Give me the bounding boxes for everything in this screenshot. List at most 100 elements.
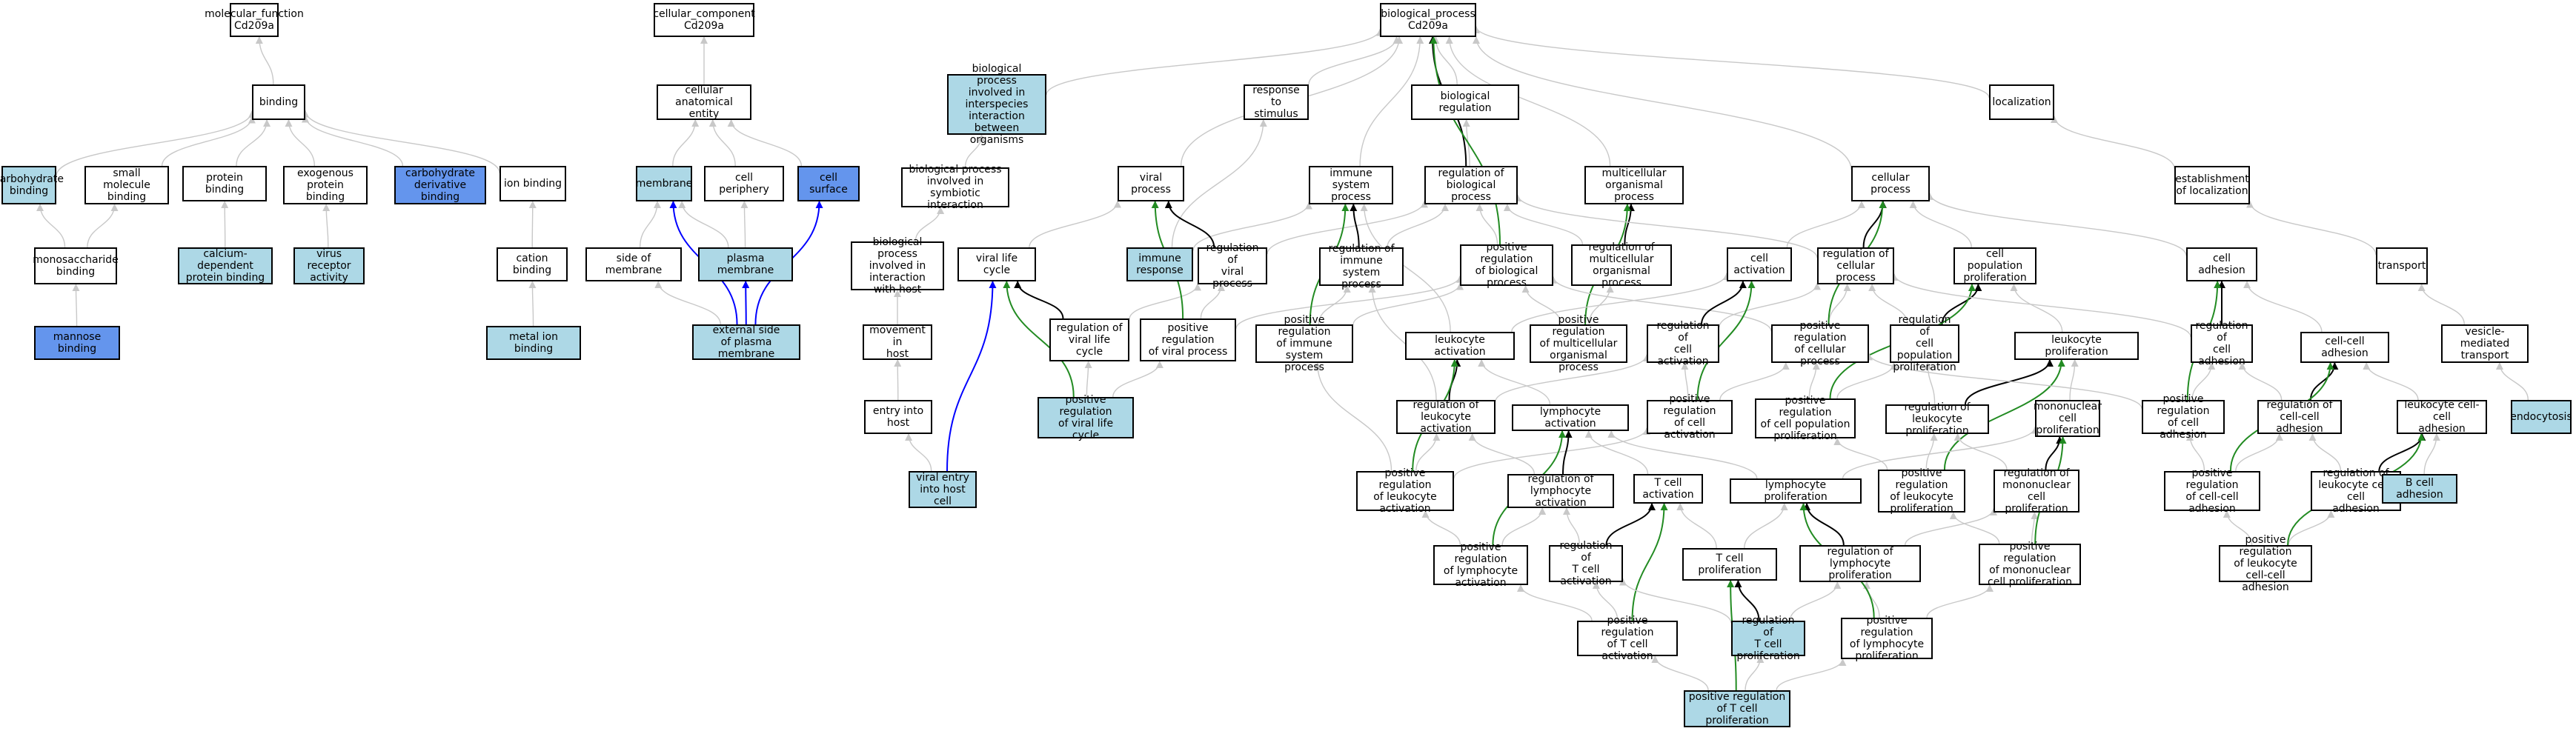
go-term-regcellact[interactable]: regulation of cell activation bbox=[1647, 320, 1719, 367]
go-term-regcellproc[interactable]: regulation of cellular process bbox=[1817, 247, 1894, 284]
go-term-sidemem[interactable]: side of membrane bbox=[585, 247, 682, 281]
go-term-posregtcellact[interactable]: positive regulation of T cell activation bbox=[1577, 615, 1678, 662]
go-term-leukact[interactable]: leukocyte activation bbox=[1405, 332, 1515, 360]
go-term-mf[interactable]: molecular_function Cd209a bbox=[205, 3, 304, 37]
go-term-regcellpopprol[interactable]: regulation of cell population proliferat… bbox=[1890, 314, 1959, 373]
go-term-posregmulticell[interactable]: positive regulation of multicellular org… bbox=[1530, 314, 1627, 373]
go-term-regccadh[interactable]: regulation of cell-cell adhesion bbox=[2257, 399, 2342, 435]
go-term-bp[interactable]: biological_process Cd209a bbox=[1380, 3, 1476, 37]
go-term-posregcellpopprol[interactable]: positive regulation of cell population p… bbox=[1755, 395, 1856, 442]
go-term-viralproc[interactable]: viral process bbox=[1118, 166, 1184, 201]
edge-reglymphprol-to-regmononuc bbox=[1905, 507, 1997, 546]
go-term-cellact[interactable]: cell activation bbox=[1727, 247, 1792, 281]
go-term-localization[interactable]: localization bbox=[1989, 84, 2054, 120]
go-term-regviral[interactable]: regulation of viral process bbox=[1198, 242, 1267, 290]
go-term-viralcycle[interactable]: viral life cycle bbox=[957, 247, 1036, 281]
go-term-regviralcycle[interactable]: regulation of viral life cycle bbox=[1049, 318, 1129, 361]
go-term-posregleukprol[interactable]: positive regulation of leukocyte prolife… bbox=[1878, 467, 1965, 515]
go-term-cation[interactable]: cation binding bbox=[497, 247, 568, 281]
go-term-tcellact[interactable]: T cell activation bbox=[1633, 474, 1703, 504]
go-term-posregviralcycle[interactable]: positive regulation of viral life cycle bbox=[1038, 394, 1134, 441]
go-term-bcelladh[interactable]: B cell adhesion bbox=[2382, 474, 2457, 504]
go-term-viralentry[interactable]: viral entry into host cell bbox=[909, 471, 977, 508]
go-term-posregviral[interactable]: positive regulation of viral process bbox=[1140, 318, 1236, 361]
go-term-posregleukccadh[interactable]: positive regulation of leukocyte cell-ce… bbox=[2219, 534, 2312, 593]
go-term-regtcellact[interactable]: regulation of T cell activation bbox=[1549, 540, 1623, 587]
go-term-cellpopprol[interactable]: cell population proliferation bbox=[1953, 247, 2036, 284]
go-term-regmulticell[interactable]: regulation of multicellular organismal p… bbox=[1571, 241, 1672, 289]
go-term-lymphact[interactable]: lymphocyte activation bbox=[1512, 404, 1629, 431]
go-term-regleukact[interactable]: regulation of leukocyte activation bbox=[1396, 399, 1496, 435]
go-term-mannose[interactable]: mannose binding bbox=[34, 326, 120, 360]
go-term-lymphprol[interactable]: lymphocyte proliferation bbox=[1730, 478, 1862, 504]
go-term-multicell[interactable]: multicellular organismal process bbox=[1584, 166, 1684, 204]
go-term-ccadh[interactable]: cell-cell adhesion bbox=[2300, 332, 2389, 363]
go-term-regcelladh[interactable]: regulation of cell adhesion bbox=[2191, 320, 2253, 367]
edge-posreglymphprol-to-posregmononuc bbox=[1926, 584, 1994, 618]
go-term-reglymphact[interactable]: regulation of lymphocyte activation bbox=[1507, 473, 1614, 509]
go-term-celladh[interactable]: cell adhesion bbox=[2186, 247, 2257, 281]
edge-reglymphact-to-regleukact bbox=[1468, 433, 1536, 475]
go-term-immsys[interactable]: immune system process bbox=[1309, 166, 1393, 204]
go-term-mononuc[interactable]: mononuclear cell proliferation bbox=[2034, 400, 2102, 437]
go-term-posregtcellprol[interactable]: positive regulation of T cell proliferat… bbox=[1684, 690, 1790, 727]
go-term-ion[interactable]: ion binding bbox=[499, 166, 566, 201]
go-term-exoprot[interactable]: exogenous protein binding bbox=[283, 166, 368, 204]
go-term-interhost[interactable]: biological process involved in interacti… bbox=[851, 236, 944, 296]
go-term-reglymphprol[interactable]: regulation of lymphocyte proliferation bbox=[1799, 545, 1921, 582]
go-term-estloc[interactable]: establishment of localization bbox=[2174, 166, 2250, 204]
go-term-cellproc[interactable]: cellular process bbox=[1851, 166, 1930, 201]
go-term-carb[interactable]: carbohydrate binding bbox=[0, 166, 64, 204]
go-term-regmononuc[interactable]: regulation of mononuclear cell prolifera… bbox=[1994, 467, 2079, 515]
go-term-cc[interactable]: cellular_component Cd209a bbox=[653, 3, 755, 37]
go-term-immresp[interactable]: immune response bbox=[1126, 247, 1193, 281]
go-term-leukprol[interactable]: leukocyte proliferation bbox=[2014, 332, 2139, 360]
go-term-calcium[interactable]: calcium-dependent protein binding bbox=[178, 247, 273, 284]
go-term-leukccadh[interactable]: leukocyte cell-cell adhesion bbox=[2397, 399, 2487, 435]
go-term-posregbio[interactable]: positive regulation of biological proces… bbox=[1460, 241, 1553, 289]
edge-regcellpopprol-to-cellpopprol bbox=[1941, 284, 1982, 325]
go-term-membrane[interactable]: membrane bbox=[636, 166, 692, 201]
go-term-posreglymphprol[interactable]: positive regulation of lymphocyte prolif… bbox=[1841, 615, 1933, 662]
go-term-protein[interactable]: protein binding bbox=[182, 166, 267, 201]
go-term-vesicle[interactable]: vesicle-mediated transport bbox=[2441, 324, 2529, 363]
go-term-virusrec[interactable]: virus receptor activity bbox=[293, 247, 365, 284]
go-term-plasmamem[interactable]: plasma membrane bbox=[698, 247, 793, 281]
go-term-regleukprol[interactable]: regulation of leukocyte proliferation bbox=[1885, 401, 1989, 437]
go-term-interspecies[interactable]: biological process involved in interspec… bbox=[947, 63, 1046, 146]
go-term-posregcellproc[interactable]: positive regulation of cellular process bbox=[1771, 320, 1869, 367]
go-term-smallmol[interactable]: small molecule binding bbox=[84, 166, 169, 204]
go-term-symbiotic[interactable]: biological process involved in symbiotic… bbox=[901, 164, 1009, 211]
edge-posregcellact-to-regcellact bbox=[1681, 362, 1689, 401]
go-term-monosacc[interactable]: monosaccharide binding bbox=[33, 247, 119, 284]
go-term-posregcelladh[interactable]: positive regulation of cell adhesion bbox=[2142, 393, 2225, 441]
go-term-carbderiv[interactable]: carbohydrate derivative binding bbox=[394, 166, 486, 204]
go-term-cellsurf[interactable]: cell surface bbox=[797, 166, 860, 201]
go-term-entryhost[interactable]: entry into host bbox=[864, 400, 932, 434]
go-term-transport[interactable]: transport bbox=[2376, 247, 2428, 284]
go-term-tcellprol[interactable]: T cell proliferation bbox=[1682, 548, 1777, 581]
go-term-regleukccadh[interactable]: regulation of leukocyte cell-cell adhesi… bbox=[2311, 467, 2401, 515]
go-term-posregleukact[interactable]: positive regulation of leukocyte activat… bbox=[1356, 467, 1454, 515]
go-term-posregcellact[interactable]: positive regulation of cell activation bbox=[1647, 393, 1733, 441]
go-term-bioreg[interactable]: biological regulation bbox=[1411, 84, 1519, 120]
go-term-movhost[interactable]: movement in host bbox=[863, 324, 932, 360]
go-term-cellper[interactable]: cell periphery bbox=[704, 166, 784, 201]
go-term-regtcellprol[interactable]: regulation of T cell proliferation bbox=[1731, 615, 1805, 662]
edge-regtcellprol-to-regtcellact bbox=[1619, 578, 1732, 624]
go-term-posregimmsys[interactable]: positive regulation of immune system pro… bbox=[1255, 314, 1353, 373]
go-term-binding[interactable]: binding bbox=[252, 84, 305, 120]
go-term-endocytosis[interactable]: endocytosis bbox=[2510, 400, 2572, 434]
go-term-cae[interactable]: cellular anatomical entity bbox=[657, 84, 751, 120]
go-term-posregccadh[interactable]: positive regulation of cell-cell adhesio… bbox=[2164, 467, 2260, 515]
go-term-regbio[interactable]: regulation of biological process bbox=[1424, 166, 1518, 204]
go-term-extside[interactable]: external side of plasma membrane bbox=[692, 324, 800, 360]
go-term-regimmsys[interactable]: regulation of immune system process bbox=[1319, 243, 1404, 290]
edge-posregcelladh-to-regcelladh bbox=[2191, 362, 2216, 401]
edge-posregviral-to-posregbio bbox=[1235, 275, 1464, 329]
go-term-posreglymphact[interactable]: positive regulation of lymphocyte activa… bbox=[1433, 541, 1528, 589]
edge-posregviral-to-regviral bbox=[1200, 284, 1225, 319]
go-term-posregmononuc[interactable]: positive regulation of mononuclear cell … bbox=[1979, 541, 2081, 588]
go-term-metal[interactable]: metal ion binding bbox=[486, 326, 581, 360]
go-term-respstim[interactable]: response to stimulus bbox=[1244, 84, 1309, 120]
